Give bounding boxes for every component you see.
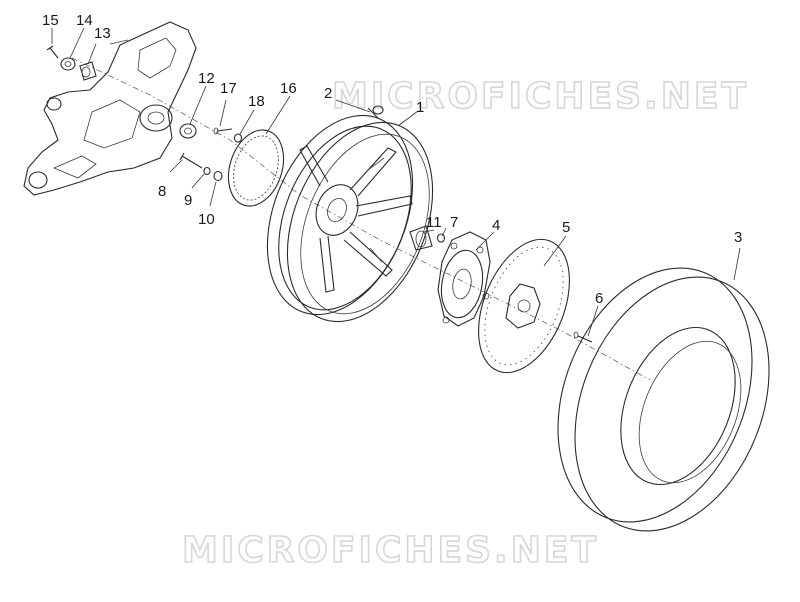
callout-14: 14	[76, 12, 93, 29]
callout-1: 1	[416, 99, 424, 116]
leader-lines	[51, 27, 741, 337]
watermark-bottom: MICROFICHES.NET	[182, 530, 599, 571]
part-bolt-8	[179, 152, 203, 169]
part-washer-18	[233, 133, 243, 143]
callout-3: 3	[734, 229, 742, 246]
callout-17: 17	[220, 80, 237, 97]
callout-2: 2	[324, 85, 332, 102]
callout-4: 4	[492, 217, 500, 234]
part-nut-14	[60, 57, 76, 71]
part-washer-9	[203, 166, 211, 176]
part-washer-10	[213, 170, 223, 182]
callout-8: 8	[158, 183, 166, 200]
part-bearing-12	[179, 123, 197, 139]
callout-13: 13	[94, 25, 111, 42]
part-tire-3	[557, 267, 770, 532]
part-valve-2	[367, 105, 384, 119]
part-tone-ring-16	[227, 129, 285, 207]
callout-7: 7	[450, 214, 458, 231]
callout-10: 10	[198, 211, 215, 228]
callout-5: 5	[562, 219, 570, 236]
callout-11: 11	[426, 214, 442, 231]
callout-16: 16	[280, 80, 297, 97]
callout-9: 9	[184, 192, 192, 209]
part-hub-flange-4	[437, 231, 491, 327]
part-bolt-15	[46, 45, 59, 59]
watermark-top: MICROFICHES.NET	[332, 76, 749, 117]
part-spacer-11	[409, 225, 433, 251]
part-bolt-6	[573, 331, 593, 343]
callout-18: 18	[248, 93, 265, 110]
callout-15: 15	[42, 12, 59, 29]
part-bushing-13	[79, 61, 97, 81]
swingarm-bracket	[23, 21, 197, 196]
center-axis	[71, 57, 651, 381]
part-bolt-17	[213, 127, 233, 135]
callout-12: 12	[198, 70, 215, 87]
part-brake-disc-5	[478, 238, 570, 374]
part-nut-7	[436, 233, 446, 243]
callout-6: 6	[595, 290, 603, 307]
